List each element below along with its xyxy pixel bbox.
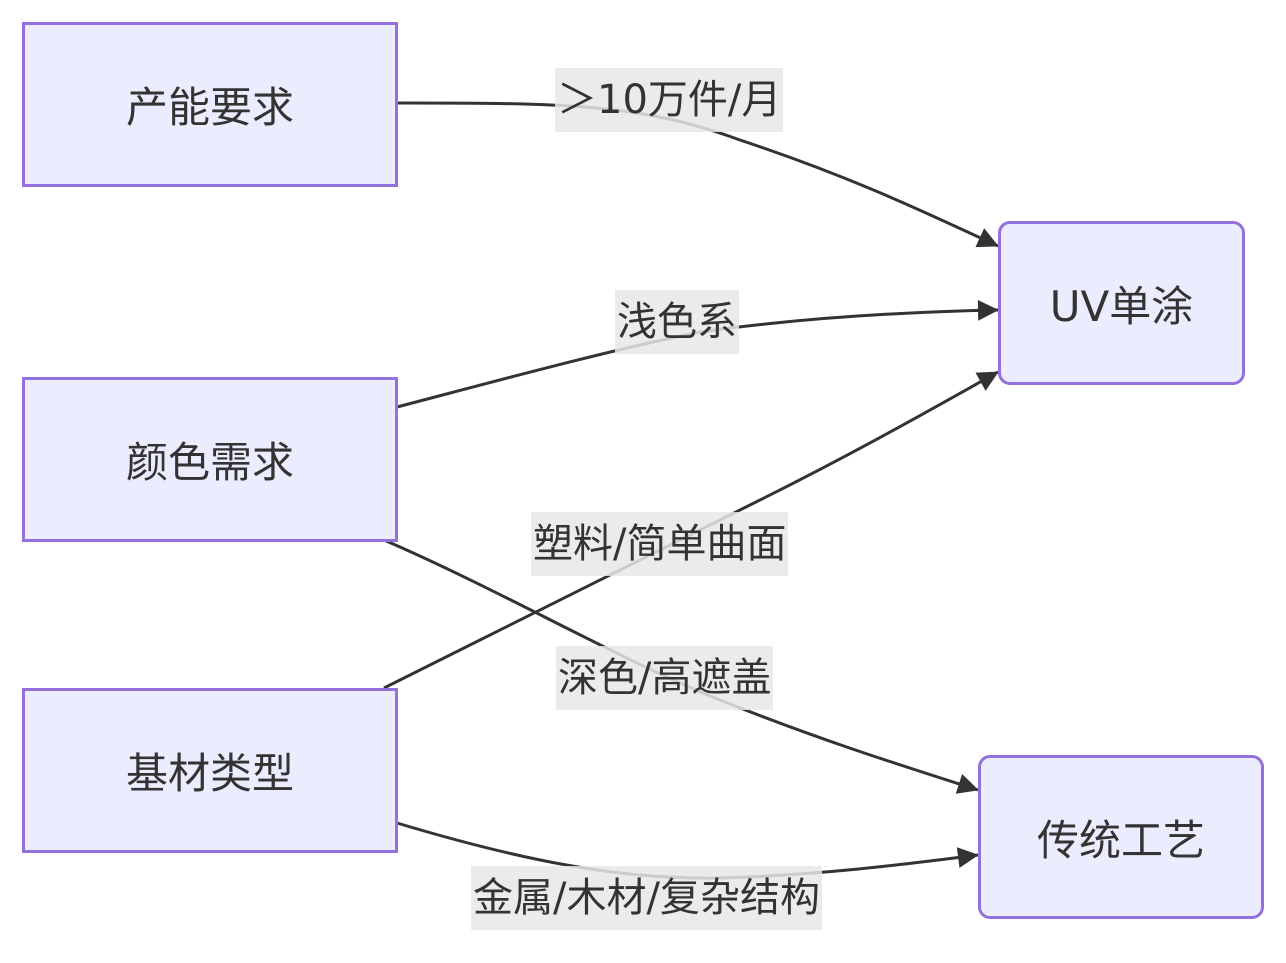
node-capacity: 产能要求 (22, 22, 398, 187)
node-uv: UV单涂 (998, 221, 1245, 385)
edge-label-color-to-traditional: 深色/高遮盖 (556, 646, 774, 710)
node-capacity-label: 产能要求 (125, 83, 294, 132)
edge-capacity-to-uv (396, 101, 999, 248)
node-uv-label: UV单涂 (1049, 281, 1194, 331)
edge-label-substrate-to-traditional: 金属/木材/复杂结构 (471, 866, 822, 930)
edge-label-color-to-uv: 浅色系 (615, 290, 739, 354)
node-traditional-label: 传统工艺 (1036, 815, 1205, 865)
node-substrate-label: 基材类型 (125, 749, 294, 798)
node-color: 颜色需求 (22, 377, 398, 542)
node-substrate: 基材类型 (22, 688, 398, 853)
node-traditional: 传统工艺 (978, 755, 1264, 919)
edge-label-capacity-to-uv: ＞10万件/月 (555, 68, 784, 132)
edge-substrate-to-uv (383, 370, 999, 690)
node-color-label: 颜色需求 (125, 438, 294, 487)
edge-label-substrate-to-uv: 塑料/简单曲面 (531, 512, 789, 576)
